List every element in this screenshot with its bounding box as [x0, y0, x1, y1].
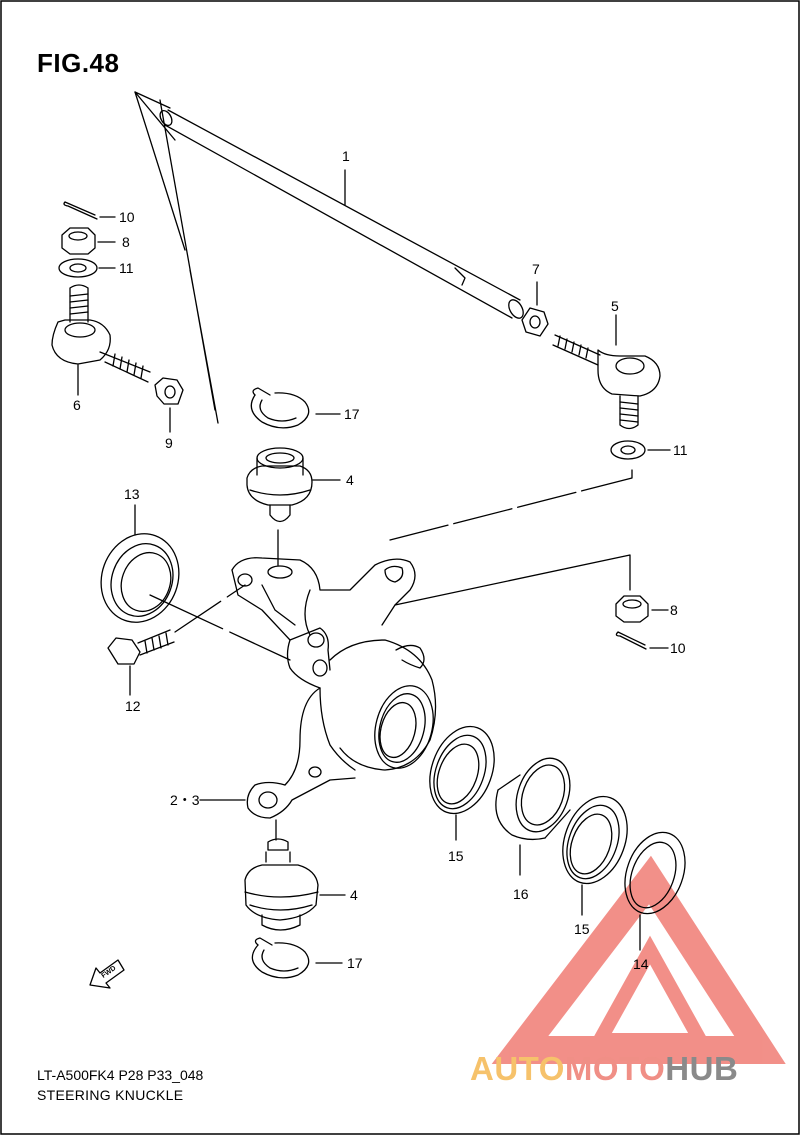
cotter-pin-10a [63, 201, 116, 220]
nut-8b [615, 595, 669, 623]
callout-17b: 17 [347, 955, 363, 971]
nut-9 [154, 377, 184, 433]
callout-labels: 1 7 5 10 8 11 6 9 17 4 11 13 8 10 12 2・3… [73, 148, 688, 980]
circlip-17a [250, 387, 341, 429]
washer-11-right [389, 440, 671, 541]
watermark-part-2: MOTO [564, 1050, 666, 1087]
callout-1: 1 [342, 148, 350, 164]
figure-title: FIG.48 [37, 48, 120, 78]
oil-seal-14 [624, 831, 686, 951]
callout-11a: 11 [119, 260, 134, 276]
spacer-16 [495, 757, 571, 876]
oil-seal-13 [100, 504, 291, 661]
watermark-text: AUTOMOTOHUB [470, 1050, 738, 1088]
bracket-line-2 [134, 91, 219, 424]
callout-4a: 4 [346, 472, 354, 488]
callout-11b: 11 [673, 442, 688, 458]
tie-rod-end-6 [51, 284, 151, 396]
oil-seal-15b [562, 795, 628, 916]
callout-13: 13 [124, 486, 140, 502]
fwd-arrow-icon [89, 959, 125, 989]
circlip-17b [251, 937, 343, 979]
nut-7 [521, 281, 549, 337]
callout-7: 7 [532, 261, 540, 277]
callout-8a: 8 [122, 234, 130, 250]
washer-11-left [58, 258, 116, 278]
tie-rod [159, 109, 524, 319]
cotter-pin-10b [615, 631, 669, 650]
steering-knuckle [199, 554, 631, 841]
callout-9: 9 [165, 435, 173, 451]
callout-12: 12 [125, 698, 141, 714]
callout-15b: 15 [574, 921, 590, 937]
callout-4b: 4 [350, 887, 358, 903]
oil-seal-15a [429, 725, 495, 841]
tie-rod-end-5 [552, 314, 661, 430]
callout-17a: 17 [344, 406, 360, 422]
nut-8a [61, 227, 116, 255]
bracket-line [134, 91, 176, 141]
callout-8b: 8 [670, 602, 678, 618]
watermark-part-3: HUB [665, 1050, 739, 1087]
bolt-12 [107, 584, 246, 696]
ball-joint-4b [244, 838, 346, 931]
figure-code: LT-A500FK4 P28 P33_048 [37, 1067, 204, 1083]
callout-10b: 10 [670, 640, 686, 656]
fwd-label: FWD [100, 965, 117, 980]
callout-10a: 10 [119, 209, 135, 225]
watermark-part-1: AUTO [470, 1050, 565, 1087]
figure-name: STEERING KNUCKLE [37, 1087, 184, 1103]
ball-joint-4a [246, 447, 341, 566]
watermark-logo [491, 855, 786, 1064]
callout-16: 16 [513, 886, 529, 902]
callout-6: 6 [73, 397, 81, 413]
callout-15a: 15 [448, 848, 464, 864]
callout-2-3: 2・3 [170, 792, 200, 808]
callout-14: 14 [633, 956, 649, 972]
callout-5: 5 [611, 298, 619, 314]
